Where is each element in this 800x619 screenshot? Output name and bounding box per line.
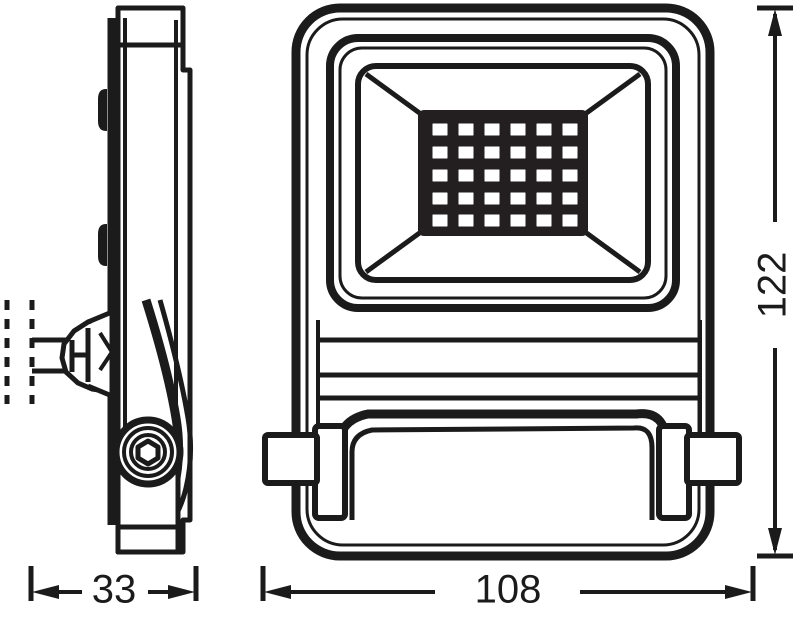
led-chip: [507, 143, 529, 162]
led-chip: [481, 211, 503, 230]
led-chip: [533, 189, 555, 208]
cable-gland-assembly: [59, 309, 115, 399]
dimension-width-108: 108: [260, 566, 756, 612]
arrowhead-122-top: [768, 9, 782, 36]
led-chip: [507, 120, 529, 139]
led-chip: [559, 166, 581, 185]
dimension-height-122: 122: [751, 5, 795, 559]
heatsink-fin-lines: [318, 337, 700, 401]
led-chip: [455, 120, 477, 139]
led-chip: [455, 143, 477, 162]
side-lug-lower: [98, 223, 107, 267]
led-chip: [455, 166, 477, 185]
led-array: [429, 120, 581, 230]
dimension-depth-33: 33: [28, 566, 199, 612]
dimension-label-width: 108: [475, 568, 542, 612]
led-chip: [481, 189, 503, 208]
dimension-label-height: 122: [751, 252, 795, 319]
arrowhead-33-left: [32, 585, 59, 599]
arrowhead-33-right: [168, 585, 195, 599]
hex-pivot-bolt: [112, 416, 184, 488]
led-chip: [481, 143, 503, 162]
hex-socket-icon: [135, 438, 161, 467]
led-chip: [455, 211, 477, 230]
led-chip: [559, 211, 581, 230]
led-chip: [429, 120, 451, 139]
led-chip: [481, 166, 503, 185]
gland-collar-top: [87, 309, 115, 330]
led-chip: [507, 166, 529, 185]
bracket-boss-left: [262, 423, 348, 521]
gland-lead-lines: [32, 337, 66, 374]
led-chip: [507, 211, 529, 230]
side-lug-upper: [98, 88, 107, 132]
reflector-bevel-lines: [364, 71, 642, 275]
arrowhead-108-left: [264, 585, 291, 599]
dimension-label-depth: 33: [92, 568, 137, 612]
arrowhead-122-bottom: [768, 528, 782, 555]
led-chip: [481, 120, 503, 139]
led-chip: [507, 189, 529, 208]
bevel-top-right: [579, 71, 642, 120]
led-chip: [559, 120, 581, 139]
bevel-bottom-left: [364, 226, 427, 275]
front-u-bracket-inner: [349, 425, 655, 520]
arrowhead-108-right: [725, 585, 752, 599]
bracket-boss-right: [656, 423, 742, 521]
side-view-group: [32, 5, 194, 555]
led-chip: [429, 189, 451, 208]
led-chip: [429, 211, 451, 230]
led-chip: [533, 143, 555, 162]
bevel-bottom-right: [579, 226, 642, 275]
bevel-top-left: [364, 71, 427, 120]
led-chip: [533, 120, 555, 139]
led-chip: [533, 166, 555, 185]
led-chip: [429, 166, 451, 185]
boss-left-knob: [262, 432, 320, 486]
led-chip: [559, 143, 581, 162]
boss-right-knob: [684, 432, 742, 486]
front-view-group: [262, 3, 742, 561]
gland-collar-bottom: [87, 380, 115, 399]
gland-thread-hatch: [98, 331, 114, 372]
led-chip: [455, 189, 477, 208]
led-chip: [559, 189, 581, 208]
led-chip: [533, 211, 555, 230]
led-chip: [429, 143, 451, 162]
